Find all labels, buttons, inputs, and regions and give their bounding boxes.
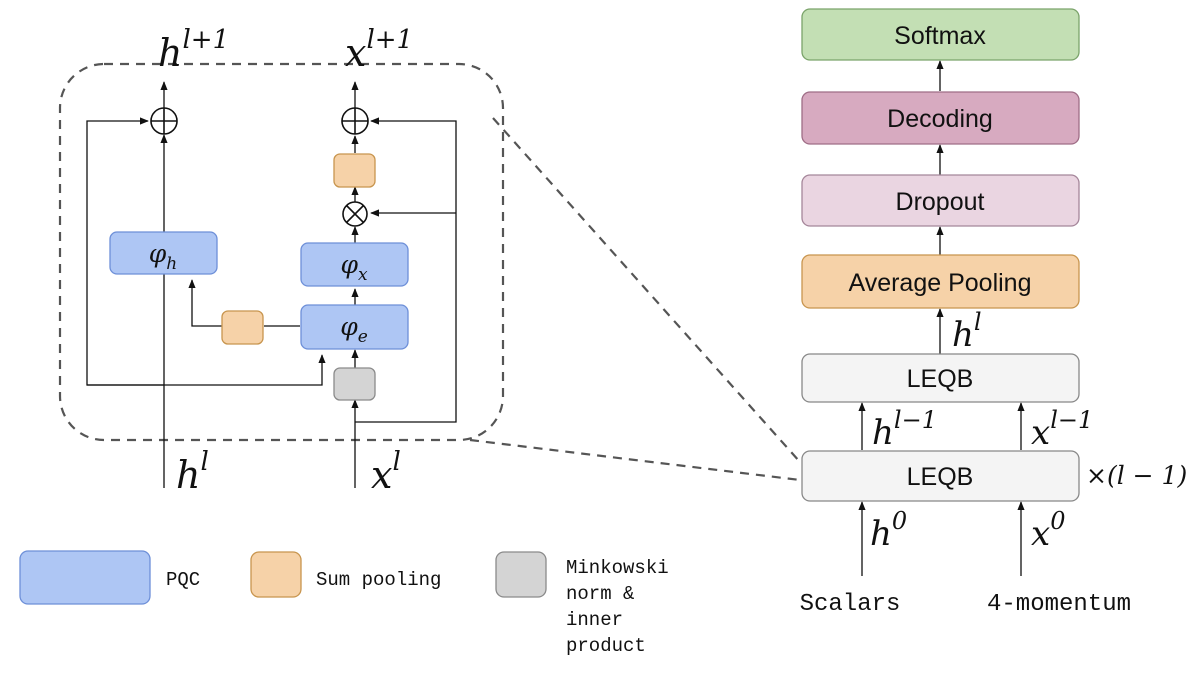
leqb-top-label: LEQB [907,365,974,393]
repeat-label: ×(l − 1) [1086,461,1187,490]
phi-e-label: φe [340,312,368,347]
legend-mink-swatch [495,551,547,598]
decoding-label: Decoding [887,105,993,133]
leqb-bottom-box [801,450,1080,502]
phi-h-box [109,231,218,275]
softmax-label: Softmax [894,22,986,50]
average-pooling-label: Average Pooling [848,269,1031,297]
input-x-label: xl [371,447,401,497]
x-0-label: x0 [1031,507,1065,554]
decoding-box [801,91,1080,145]
phi-e-box [300,304,409,350]
dropout-label: Dropout [896,188,985,216]
minkowski-box [333,367,376,401]
zoom-line-top [492,117,801,463]
phi-h-label: φh [149,239,177,274]
output-h-label: hl+1 [158,25,229,75]
legend-pqc-label: PQC [166,569,200,591]
h-l-label: hl [952,308,982,355]
input-h-label: hl [176,447,209,497]
legend-mink-label: Minkowski norm & inner product [566,557,680,657]
leqb-top-box [801,353,1080,403]
average-pooling-box [801,254,1080,309]
stack-connectors [858,60,1025,576]
sum-pooling-box-x [333,153,376,188]
phi-x-box [300,242,409,287]
legend-sum-swatch [250,551,302,598]
leqb-bottom-label: LEQB [907,463,974,491]
oplus-h-symbol [150,107,178,135]
oplus-x-symbol [341,107,369,135]
output-x-label: xl+1 [345,25,413,75]
dropout-box [801,174,1080,227]
detail-connectors [86,81,457,488]
h-lm1-label: hl−1 [872,406,937,453]
x-lm1-label: xl−1 [1031,406,1093,453]
leqb-detail-dashed-box [58,62,505,442]
sum-pooling-box-e [221,310,264,345]
zoom-line-bottom [469,438,801,482]
h-0-label: h0 [870,507,907,554]
phi-x-label: φx [340,250,368,285]
legend-sum-label: Sum pooling [316,569,441,591]
scalars-label: Scalars [800,591,901,618]
otimes-symbol [342,201,368,227]
momentum-label: 4-momentum [987,591,1131,618]
softmax-box [801,8,1080,61]
legend-pqc-swatch [19,550,151,605]
